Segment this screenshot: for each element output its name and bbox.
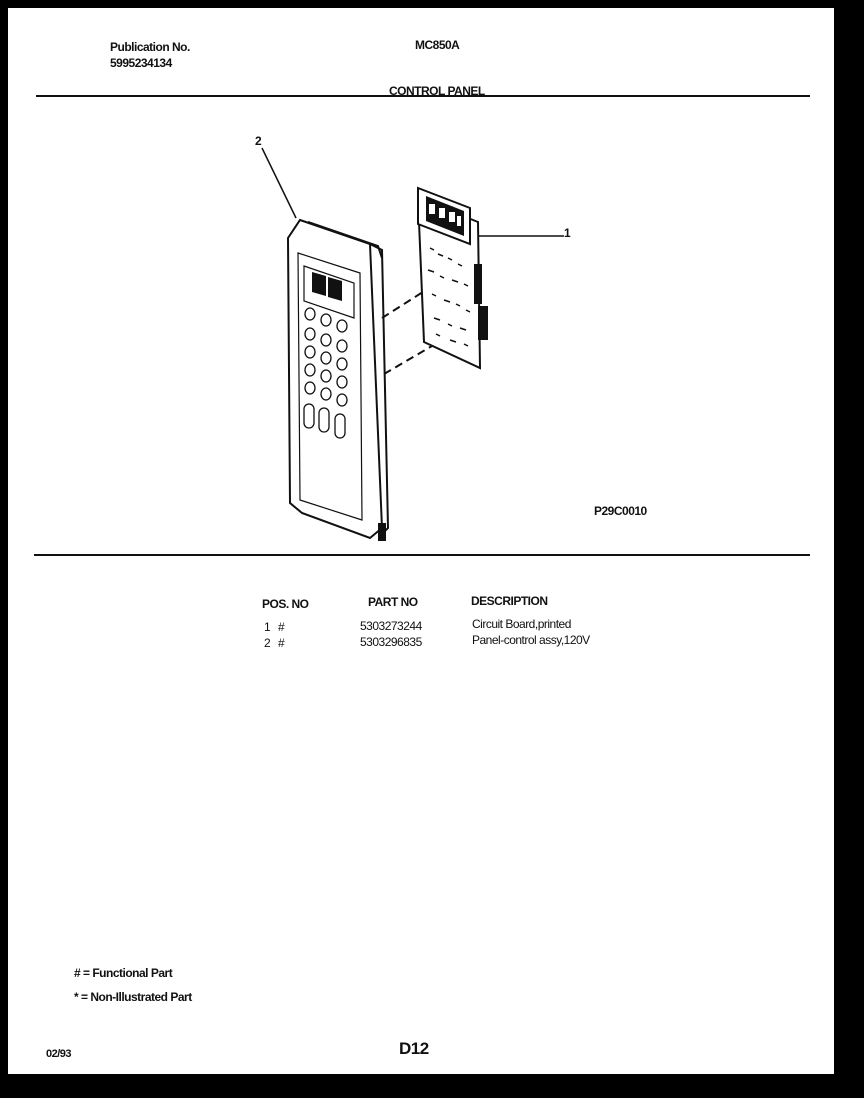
- row-mark: #: [278, 636, 285, 650]
- column-header-part: PART NO: [368, 595, 418, 609]
- control-panel-assembly: [286, 218, 390, 541]
- row-part-no: 5303296835: [360, 635, 422, 649]
- legend-functional: # = Functional Part: [74, 966, 173, 980]
- column-header-pos: POS. NO: [262, 597, 309, 611]
- row-description: Circuit Board,printed: [472, 617, 571, 631]
- circuit-board: [416, 186, 488, 370]
- section-title: CONTROL PANEL: [389, 84, 485, 98]
- row-pos: 2: [264, 636, 271, 650]
- callout-2: 2: [255, 134, 262, 148]
- row-pos: 1: [264, 620, 271, 634]
- publication-label: Publication No.: [110, 40, 190, 54]
- header-rule: [36, 95, 810, 97]
- row-description: Panel-control assy,120V: [472, 633, 590, 647]
- model-number: MC850A: [415, 38, 460, 52]
- parts-page: Publication No. 5995234134 MC850A CONTRO…: [8, 8, 834, 1074]
- row-part-no: 5303273244: [360, 619, 422, 633]
- exploded-diagram: [261, 147, 564, 541]
- callout-1: 1: [564, 226, 571, 240]
- publication-number: 5995234134: [110, 56, 172, 70]
- footer-date: 02/93: [46, 1048, 72, 1060]
- figure-code: P29C0010: [594, 504, 647, 518]
- page-number: D12: [399, 1039, 429, 1058]
- diagram-rule: [34, 554, 810, 556]
- column-header-description: DESCRIPTION: [471, 594, 548, 608]
- legend-non-illustrated: * = Non-Illustrated Part: [74, 990, 192, 1004]
- row-mark: #: [278, 620, 285, 634]
